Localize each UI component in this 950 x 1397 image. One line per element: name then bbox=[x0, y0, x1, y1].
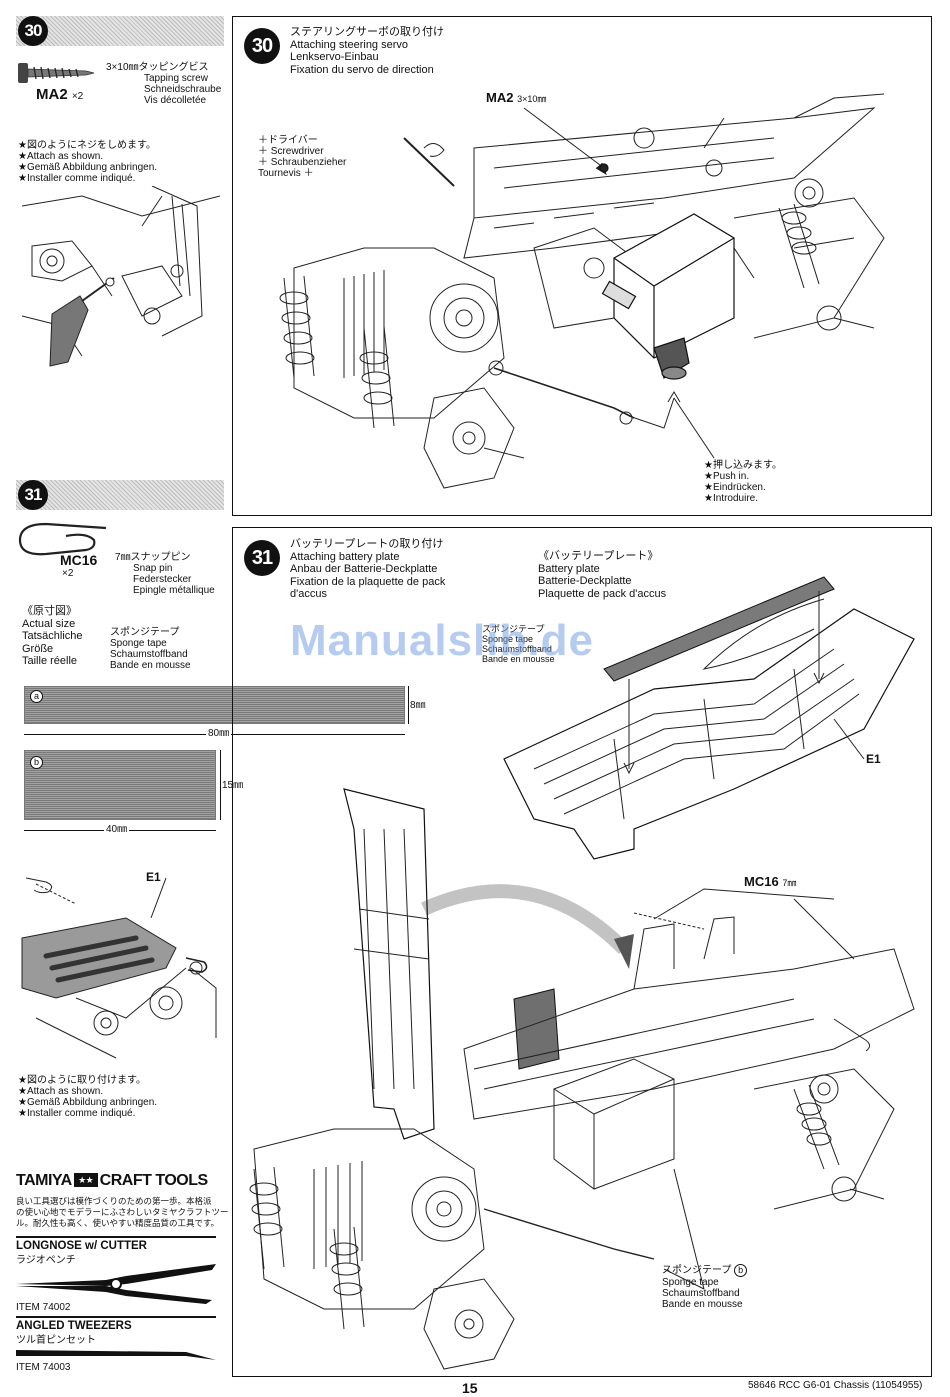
tape-a-letter: a bbox=[30, 690, 43, 703]
ma2-description: 3×10㎜タッピングビス Tapping screw Schneidschrau… bbox=[106, 62, 222, 106]
step31-panel bbox=[232, 527, 932, 1377]
panel31-mc16-label: MC16 7㎜ bbox=[744, 874, 797, 889]
tape-b-letter: b bbox=[30, 756, 43, 769]
chassis-steering-servo-illustration bbox=[279, 93, 885, 489]
panel30-number-badge: 30 bbox=[244, 28, 280, 64]
sponge-tape-b bbox=[24, 750, 216, 820]
longnose-item: ITEM 74002 bbox=[16, 1302, 71, 1313]
actual-size-label: 《原寸図》 Actual size Tatsächliche Größe Tai… bbox=[22, 605, 83, 667]
ma2-part-code: MA2 ×2 bbox=[36, 86, 84, 103]
step30-panel bbox=[232, 16, 932, 516]
longnose-pliers-icon bbox=[16, 1264, 216, 1304]
sponge-tape-a bbox=[24, 686, 405, 724]
angled-tweezers-icon bbox=[16, 1350, 216, 1360]
battery-plate-label: 《バッテリープレート》 Battery plate Batterie-Deckp… bbox=[538, 550, 667, 600]
battery-plate-installation-illustration bbox=[249, 576, 915, 1370]
sponge-tape-label: スポンジテープ Sponge tape Schaumstoffband Band… bbox=[110, 627, 191, 671]
craft-tools-intro: 良い工具選びは模作づくりのための第一歩。本格派 の使い心地でモデラーにふさわしい… bbox=[16, 1196, 229, 1228]
tools-divider-2 bbox=[16, 1316, 216, 1318]
page-number: 15 bbox=[462, 1380, 478, 1396]
tools-divider-1 bbox=[16, 1236, 216, 1238]
tape-b-height-dim bbox=[220, 750, 221, 820]
battery-plate-pin-detail-illustration bbox=[21, 877, 217, 1059]
sponge-b-letter: b bbox=[734, 1264, 748, 1277]
screwdriver-label: ＋ドライバー ＋ Screwdriver ＋ Schraubenzieher T… bbox=[258, 135, 347, 179]
snap-pin-icon bbox=[18, 522, 107, 556]
tape-a-height-dim bbox=[408, 686, 409, 724]
manual-code: 58646 RCC G6-01 Chassis (11054955) bbox=[748, 1380, 923, 1391]
watermark-text: Manualslib.de bbox=[290, 616, 594, 665]
e1-left-label: E1 bbox=[146, 870, 161, 884]
tweezers-item: ITEM 74003 bbox=[16, 1362, 71, 1373]
mc16-qty: ×2 bbox=[62, 568, 74, 579]
mc16-part-code: MC16 bbox=[60, 552, 98, 568]
step30-left-instructions: ★図のようにネジをしめます。 ★Attach as shown. ★Gemäß … bbox=[18, 140, 158, 184]
tamiya-star-logo: ★★ bbox=[73, 1173, 98, 1187]
panel31-title: バッテリープレートの取り付け Attaching battery plate A… bbox=[290, 538, 446, 600]
longnose-name: LONGNOSE w/ CUTTER bbox=[16, 1240, 147, 1252]
tamiya-craft-tools-title: TAMIYA★★CRAFT TOOLS bbox=[16, 1172, 208, 1189]
panel30-title: ステアリングサーボの取り付け Attaching steering servo … bbox=[290, 26, 444, 76]
panel30-ma2-label: MA2 3×10㎜ bbox=[486, 90, 547, 105]
panel31-e1-label: E1 bbox=[866, 752, 881, 766]
tweezers-name: ANGLED TWEEZERS bbox=[16, 1320, 132, 1332]
servo-mount-detail-illustration bbox=[22, 186, 220, 367]
step31-number-badge: 31 bbox=[18, 480, 48, 510]
tape-a-width: 80㎜ bbox=[206, 728, 232, 739]
tapping-screw-icon bbox=[18, 63, 95, 83]
panel31-sponge-a-label: スポンジテープ Sponge tape Schaumstoffband Band… bbox=[482, 624, 555, 664]
step30-number-badge: 30 bbox=[18, 16, 48, 46]
tweezers-jp: ツル首ピンセット bbox=[16, 1335, 96, 1346]
step31-left-instructions: ★図のように取り付けます。 ★Attach as shown. ★Gemäß A… bbox=[18, 1075, 158, 1119]
step30-header-bar bbox=[16, 16, 224, 46]
mc16-description: 7㎜スナップピン Snap pin Federstecker Epingle m… bbox=[115, 552, 215, 596]
tape-b-width: 40㎜ bbox=[104, 824, 130, 835]
panel31-number-badge: 31 bbox=[244, 540, 280, 576]
step31-header-bar bbox=[16, 480, 224, 510]
tape-a-height: 8㎜ bbox=[410, 700, 426, 711]
longnose-jp: ラジオペンチ bbox=[16, 1255, 76, 1266]
push-in-note: ★押し込みます。 ★Push in. ★Eindrücken. ★Introdu… bbox=[704, 460, 782, 504]
